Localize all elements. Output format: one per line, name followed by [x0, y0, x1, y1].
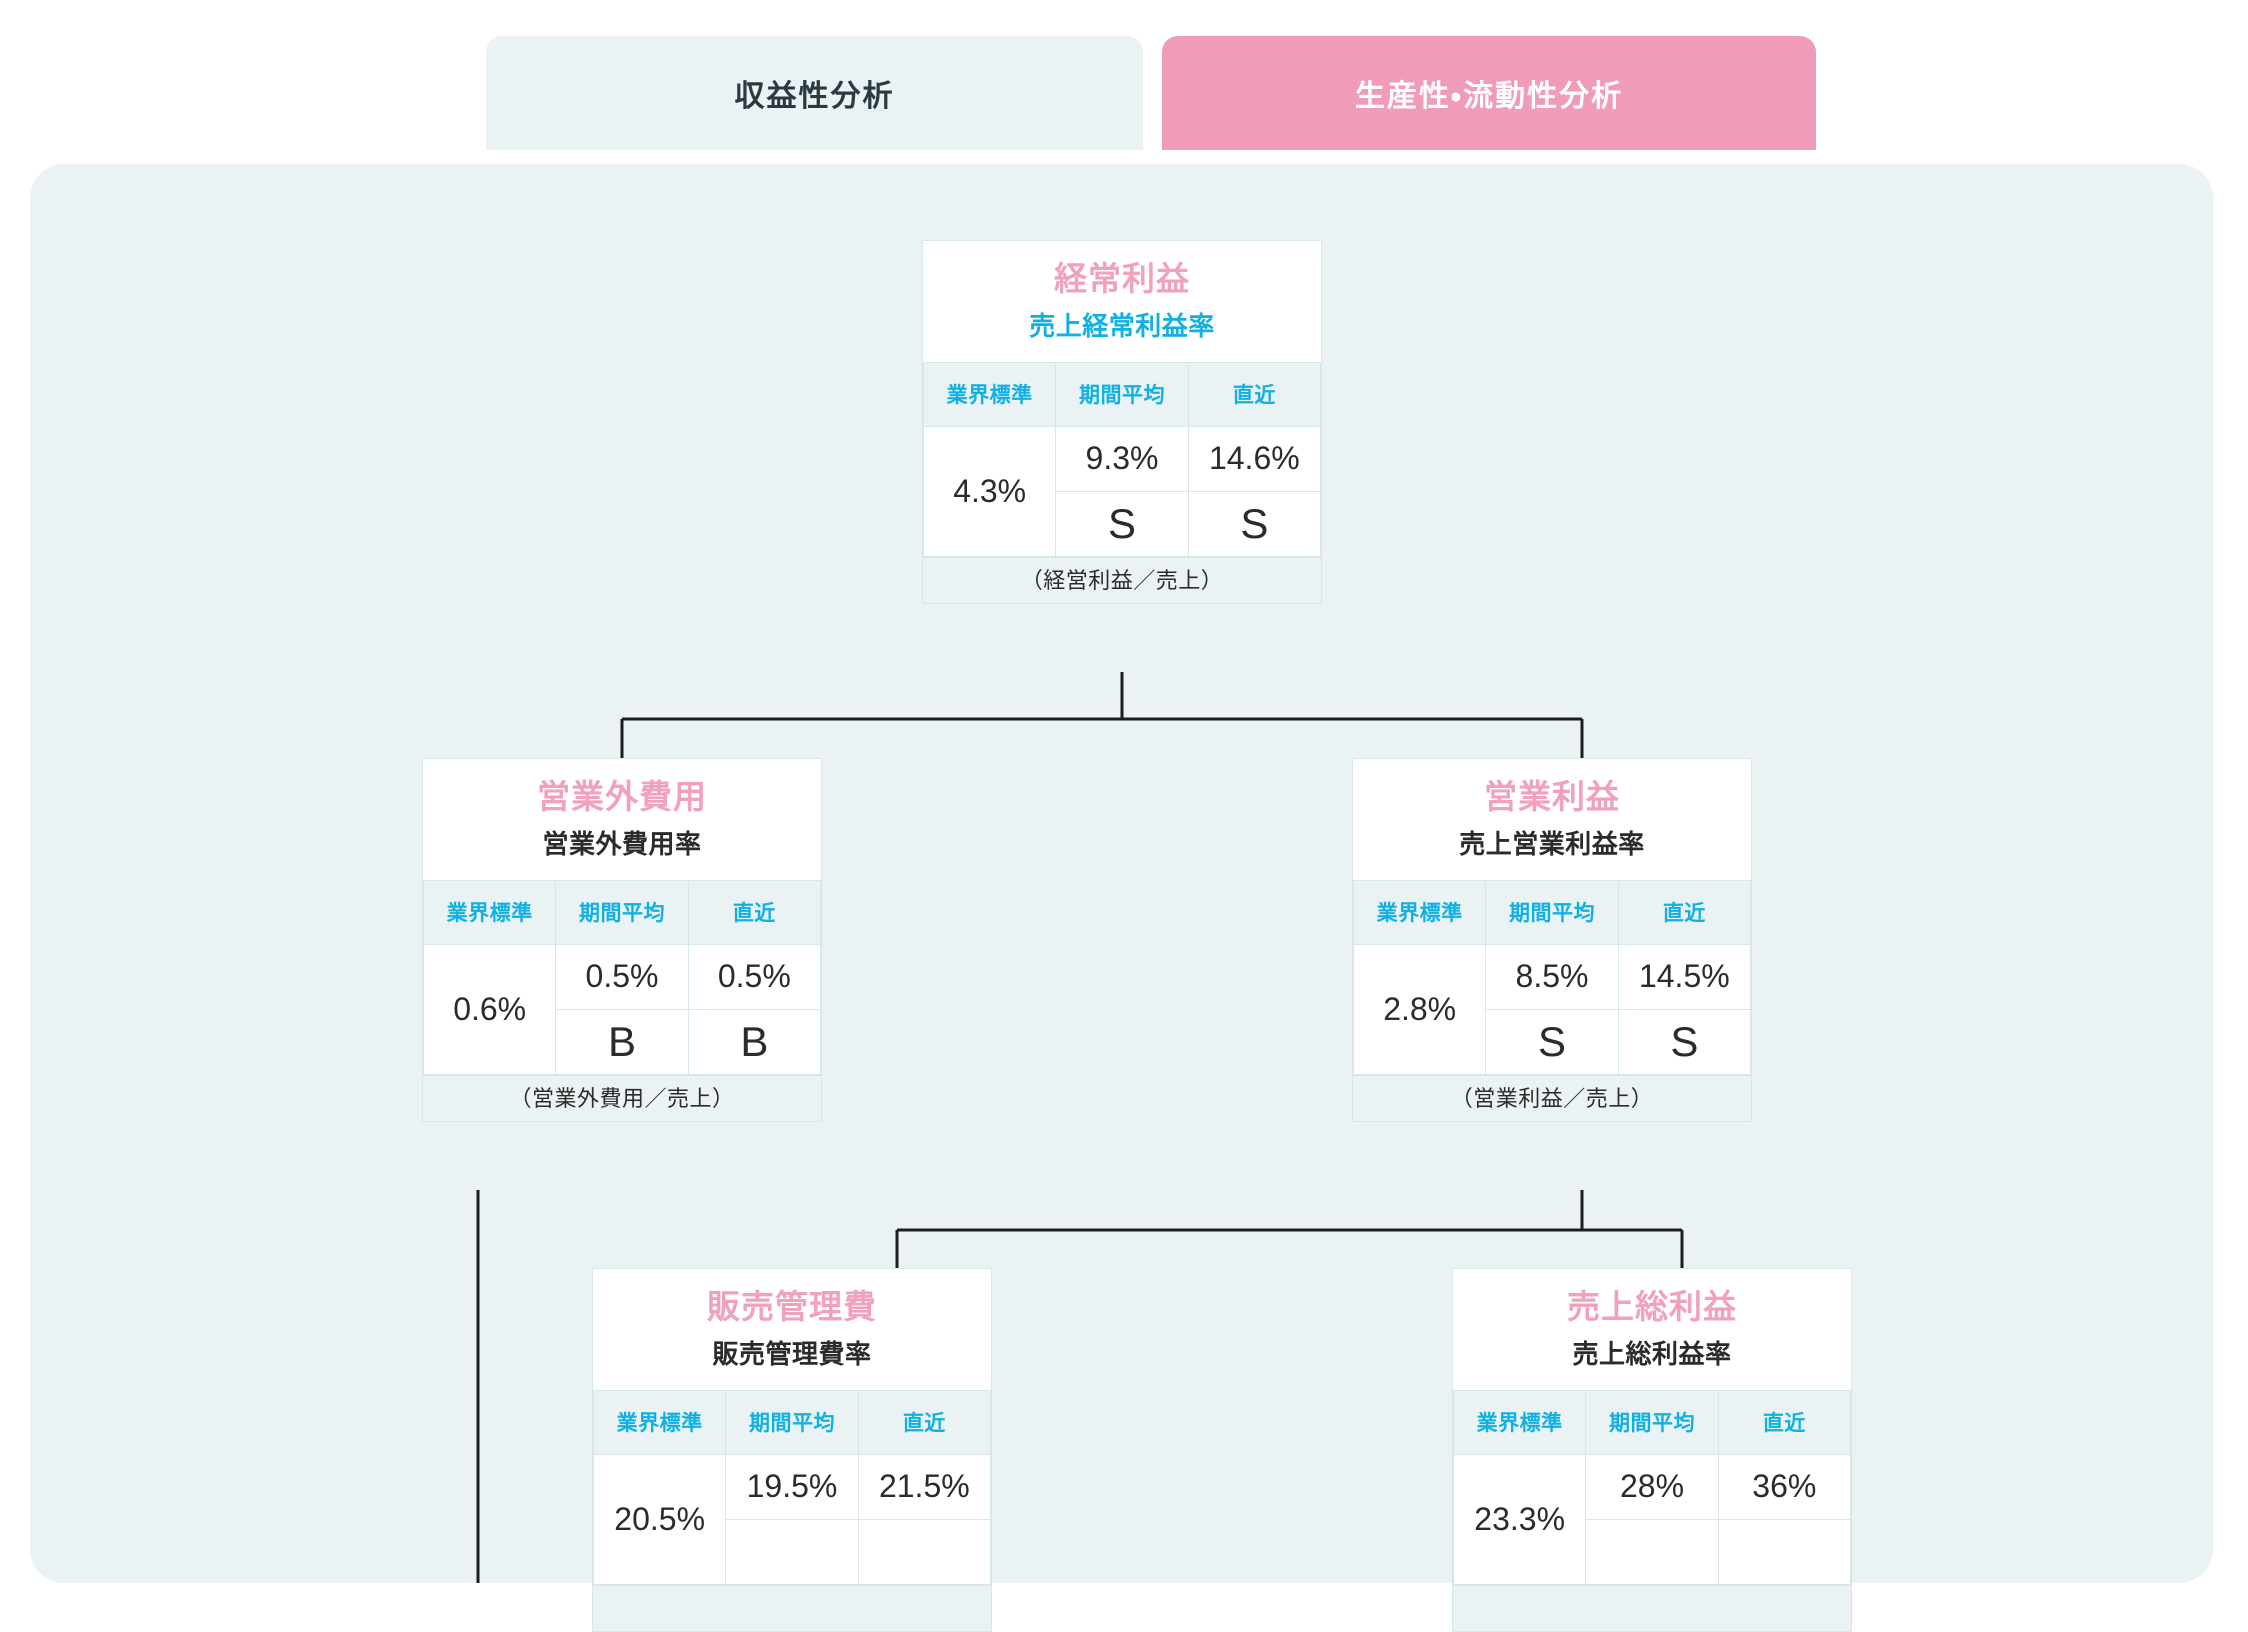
- metrics-table: 業界標準 期間平均 直近 23.3% 28% 36%: [1453, 1389, 1851, 1585]
- header-industry-standard: 業界標準: [593, 1389, 727, 1455]
- header-latest: 直近: [1617, 879, 1751, 945]
- table-header-row: 業界標準 期間平均 直近: [1453, 1389, 1851, 1455]
- metrics-table: 業界標準 期間平均 直近 0.6% 0.5% 0.5% B B: [423, 879, 821, 1075]
- metrics-table: 業界標準 期間平均 直近 4.3% 9.3% 14.6% S S: [923, 361, 1321, 557]
- node-title: 営業外費用: [537, 778, 707, 815]
- header-period-average: 期間平均: [1485, 879, 1619, 945]
- tab-profitability-analysis[interactable]: 収益性分析: [486, 36, 1143, 150]
- node-header: 販売管理費 販売管理費率: [593, 1269, 991, 1390]
- node-formula: （営業利益／売上）: [1353, 1074, 1751, 1121]
- tab-bar: 収益性分析 生産性・流動性分析: [0, 0, 2248, 170]
- grade-latest: [1717, 1518, 1851, 1585]
- value-industry-standard: 0.6%: [423, 943, 557, 1075]
- grade-period-average: S: [1485, 1008, 1619, 1075]
- node-subtitle: 販売管理費率: [712, 1338, 872, 1369]
- table-row: S S: [924, 490, 1321, 557]
- table-header-row: 業界標準 期間平均 直近: [423, 879, 821, 945]
- node-header: 売上総利益 売上総利益率: [1453, 1269, 1851, 1390]
- table-row: B B: [424, 1008, 821, 1075]
- header-industry-standard: 業界標準: [423, 879, 557, 945]
- node-header: 経常利益 売上経常利益率: [923, 241, 1321, 362]
- tab-productivity-liquidity-analysis[interactable]: 生産性・流動性分析: [1162, 36, 1816, 150]
- node-subtitle: 売上営業利益率: [1459, 828, 1645, 859]
- value-industry-standard: 20.5%: [593, 1453, 727, 1585]
- header-industry-standard: 業界標準: [923, 361, 1057, 427]
- node-operating-profit[interactable]: 営業利益 売上営業利益率 業界標準 期間平均 直近 2.8% 8.5% 14.5…: [1352, 758, 1752, 1122]
- value-period-average: 8.5%: [1485, 943, 1619, 1010]
- table-row: 20.5% 19.5% 21.5%: [593, 1453, 991, 1585]
- node-header: 営業外費用 営業外費用率: [423, 759, 821, 880]
- node-selling-admin-expense[interactable]: 販売管理費 販売管理費率 業界標準 期間平均 直近 20.5% 19.5% 21…: [592, 1268, 992, 1632]
- value-period-average: 0.5%: [555, 943, 689, 1010]
- value-industry-standard: 4.3%: [923, 425, 1057, 557]
- table-row: [594, 1518, 991, 1585]
- grade-latest: B: [687, 1008, 821, 1075]
- node-subtitle: 営業外費用率: [542, 828, 702, 859]
- grade-latest: [857, 1518, 991, 1585]
- node-formula: [593, 1584, 991, 1631]
- header-industry-standard: 業界標準: [1353, 879, 1487, 945]
- grade-period-average: B: [555, 1008, 689, 1075]
- metrics-table: 業界標準 期間平均 直近 2.8% 8.5% 14.5% S S: [1353, 879, 1751, 1075]
- node-title: 経常利益: [1054, 260, 1190, 297]
- table-row: 23.3% 28% 36%: [1453, 1453, 1851, 1585]
- table-row: 0.6% 0.5% 0.5%: [423, 943, 821, 1075]
- grade-period-average: [1585, 1518, 1719, 1585]
- node-title: 販売管理費: [707, 1288, 877, 1325]
- node-gross-profit[interactable]: 売上総利益 売上総利益率 業界標準 期間平均 直近 23.3% 28% 36%: [1452, 1268, 1852, 1632]
- header-period-average: 期間平均: [725, 1389, 859, 1455]
- node-subtitle: 売上経常利益率: [1029, 310, 1215, 341]
- table-row: S S: [1354, 1008, 1751, 1075]
- value-period-average: 28%: [1585, 1453, 1719, 1520]
- header-latest: 直近: [857, 1389, 991, 1455]
- node-formula: （経営利益／売上）: [923, 556, 1321, 603]
- grade-period-average: S: [1055, 490, 1189, 557]
- header-industry-standard: 業界標準: [1453, 1389, 1587, 1455]
- header-latest: 直近: [687, 879, 821, 945]
- value-latest: 36%: [1717, 1453, 1851, 1520]
- table-header-row: 業界標準 期間平均 直近: [593, 1389, 991, 1455]
- table-header-row: 業界標準 期間平均 直近: [923, 361, 1321, 427]
- grade-latest: S: [1617, 1008, 1751, 1075]
- value-latest: 14.5%: [1617, 943, 1751, 1010]
- node-formula: （営業外費用／売上）: [423, 1074, 821, 1121]
- node-subtitle: 売上総利益率: [1572, 1338, 1732, 1369]
- node-title: 営業利益: [1484, 778, 1620, 815]
- value-industry-standard: 23.3%: [1453, 1453, 1587, 1585]
- value-industry-standard: 2.8%: [1353, 943, 1487, 1075]
- metrics-table: 業界標準 期間平均 直近 20.5% 19.5% 21.5%: [593, 1389, 991, 1585]
- node-header: 営業利益 売上営業利益率: [1353, 759, 1751, 880]
- node-nonoperating-expense[interactable]: 営業外費用 営業外費用率 業界標準 期間平均 直近 0.6% 0.5% 0.5%…: [422, 758, 822, 1122]
- value-latest: 21.5%: [857, 1453, 991, 1520]
- node-ordinary-profit[interactable]: 経常利益 売上経常利益率 業界標準 期間平均 直近 4.3% 9.3% 14.6…: [922, 240, 1322, 604]
- value-period-average: 9.3%: [1055, 425, 1189, 492]
- header-period-average: 期間平均: [1585, 1389, 1719, 1455]
- value-period-average: 19.5%: [725, 1453, 859, 1520]
- header-latest: 直近: [1187, 361, 1321, 427]
- table-header-row: 業界標準 期間平均 直近: [1353, 879, 1751, 945]
- table-row: 4.3% 9.3% 14.6%: [923, 425, 1321, 557]
- table-row: 2.8% 8.5% 14.5%: [1353, 943, 1751, 1075]
- header-latest: 直近: [1717, 1389, 1851, 1455]
- grade-latest: S: [1187, 490, 1321, 557]
- tab-label: 生産性・流動性分析: [1354, 80, 1624, 113]
- grade-period-average: [725, 1518, 859, 1585]
- table-row: [1454, 1518, 1851, 1585]
- header-period-average: 期間平均: [1055, 361, 1189, 427]
- node-formula: [1453, 1584, 1851, 1631]
- value-latest: 0.5%: [687, 943, 821, 1010]
- value-latest: 14.6%: [1187, 425, 1321, 492]
- node-title: 売上総利益: [1567, 1288, 1737, 1325]
- tab-label: 収益性分析: [734, 80, 895, 113]
- header-period-average: 期間平均: [555, 879, 689, 945]
